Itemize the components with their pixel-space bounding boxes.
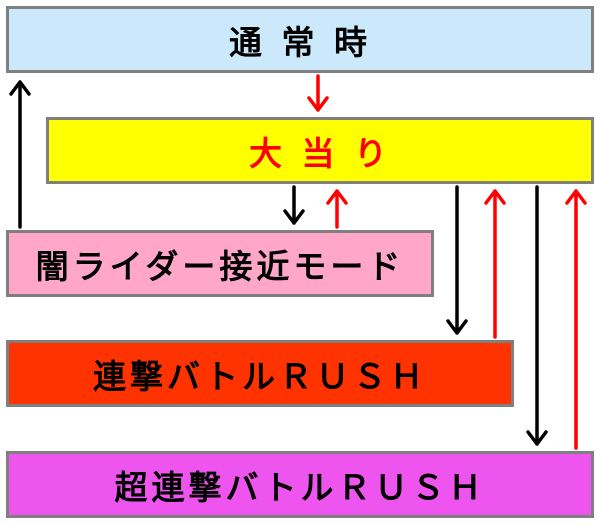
node-jackpot-label: 大 当 り: [249, 133, 391, 173]
arrow-jackpot-to-super-rush: [526, 185, 548, 446]
arrow-normal-to-jackpot: [307, 74, 329, 112]
arrow-jackpot-to-approach: [283, 185, 305, 225]
arrow-super-rush-to-jackpot: [565, 189, 587, 450]
arrow-rush-to-jackpot: [484, 189, 506, 339]
node-rush-label: 連撃バトルＲＵＳＨ: [93, 356, 427, 396]
node-jackpot: 大 当 り: [46, 117, 594, 184]
node-normal: 通 常 時: [6, 6, 594, 73]
arrow-approach-to-jackpot: [326, 189, 348, 229]
node-approach-mode: 闇ライダー接近モード: [6, 230, 434, 297]
node-rush: 連撃バトルＲＵＳＨ: [6, 340, 514, 407]
node-super-rush-label: 超連撃バトルＲＵＳＨ: [114, 467, 486, 507]
node-super-rush: 超連撃バトルＲＵＳＨ: [6, 451, 594, 518]
arrow-approach-to-normal: [9, 80, 31, 229]
node-approach-mode-label: 闇ライダー接近モード: [35, 246, 405, 286]
node-normal-label: 通 常 時: [229, 22, 371, 62]
arrow-jackpot-to-rush: [446, 185, 468, 335]
